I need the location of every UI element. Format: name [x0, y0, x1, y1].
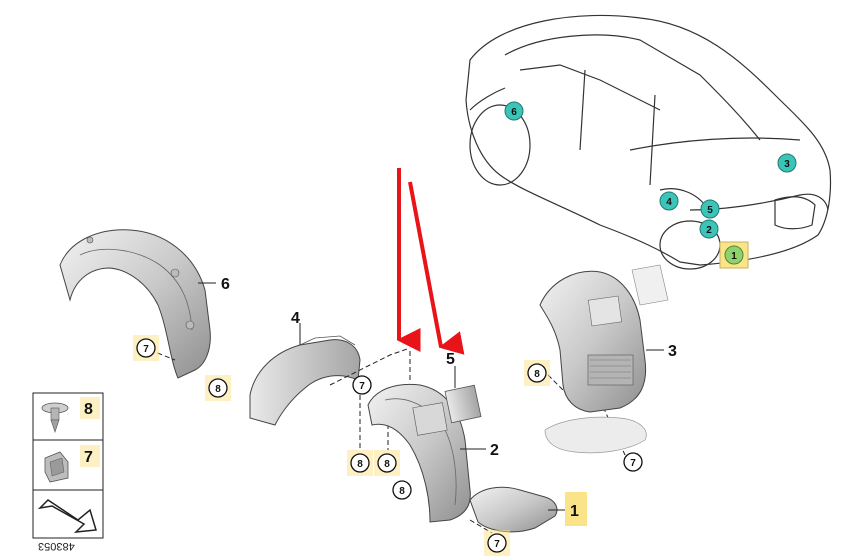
legend-item-8-screw[interactable]: 8	[41, 397, 100, 433]
part-5-cover-panel[interactable]	[444, 384, 482, 424]
svg-text:8: 8	[399, 486, 405, 497]
callout-8-part2[interactable]: 8	[392, 480, 412, 500]
car-callout-3[interactable]: 3	[777, 153, 797, 173]
legend-item-7-clip[interactable]: 7	[44, 445, 100, 483]
svg-text:7: 7	[359, 381, 365, 392]
part-6-rear-wheel-arch-liner[interactable]	[59, 229, 211, 379]
part-label-2: 2	[490, 442, 499, 459]
car-callout-2[interactable]: 2	[699, 219, 719, 239]
callout-8-left[interactable]: 8	[347, 450, 373, 476]
svg-text:7: 7	[84, 449, 93, 466]
callout-7-part4[interactable]: 7	[352, 375, 372, 395]
part-3-front-liner[interactable]	[539, 264, 669, 454]
svg-text:8: 8	[215, 384, 221, 395]
svg-text:7: 7	[630, 458, 636, 469]
svg-text:8: 8	[384, 459, 390, 470]
svg-text:5: 5	[707, 205, 713, 216]
callout-7-part1[interactable]: 7	[484, 530, 510, 556]
svg-text:2: 2	[706, 225, 712, 236]
callout-8-part6[interactable]: 8	[205, 375, 231, 401]
callout-8-mid[interactable]: 8	[374, 450, 400, 476]
car-callout-6[interactable]: 6	[504, 101, 524, 121]
reference-number: 483053	[38, 540, 75, 552]
svg-text:8: 8	[534, 369, 540, 380]
part-label-5: 5	[446, 351, 455, 368]
legend-direction-arrow-icon	[37, 499, 97, 533]
car-callout-5[interactable]: 5	[700, 199, 720, 219]
svg-text:3: 3	[784, 159, 790, 170]
part-label-1: 1	[570, 503, 579, 520]
svg-text:7: 7	[494, 539, 500, 550]
part-2-front-wheel-arch-liner[interactable]	[367, 383, 471, 523]
callout-8-part3[interactable]: 8	[524, 360, 550, 386]
car-outline	[465, 14, 832, 270]
part-label-4: 4	[291, 310, 300, 327]
car-callout-1[interactable]: 1	[719, 241, 749, 269]
svg-text:8: 8	[357, 459, 363, 470]
svg-text:6: 6	[511, 107, 517, 118]
red-arrows	[396, 168, 465, 355]
car-callout-4[interactable]: 4	[659, 191, 679, 211]
svg-text:8: 8	[84, 401, 93, 418]
part-4-wheel-arch-section[interactable]	[249, 335, 361, 426]
part-1-underbody-cover[interactable]	[469, 486, 558, 533]
callout-7-part3[interactable]: 7	[623, 452, 643, 472]
svg-text:7: 7	[143, 344, 149, 355]
svg-text:1: 1	[731, 251, 737, 262]
part-label-3: 3	[668, 343, 677, 360]
part-1-highlight	[565, 492, 587, 526]
callout-7-part6[interactable]: 7	[133, 335, 159, 361]
part-label-6: 6	[221, 276, 230, 293]
svg-text:4: 4	[666, 197, 672, 208]
